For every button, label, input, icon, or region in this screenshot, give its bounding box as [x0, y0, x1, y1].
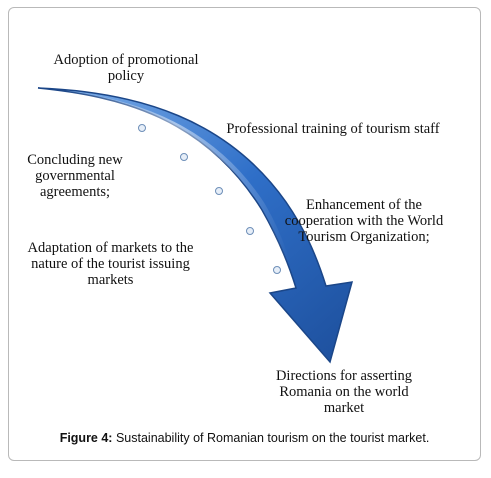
label-line: market: [323, 400, 365, 416]
bead-2: [180, 153, 188, 161]
label-line: Directions for asserting: [275, 368, 413, 384]
label-adaptation-of-markets: Adaptation of markets to the nature of t…: [18, 240, 203, 288]
label-line: Adaptation of markets to the: [27, 240, 194, 256]
bead-3: [215, 187, 223, 195]
label-line: Concluding new: [27, 152, 123, 168]
label-adoption-promotional-policy: Adoption of promotional policy: [45, 52, 207, 84]
label-professional-training: Professional training of tourism staff: [198, 121, 468, 137]
label-line: policy: [107, 68, 145, 84]
label-line: Enhancement of the: [306, 197, 422, 213]
label-line: Adoption of promotional: [53, 52, 199, 68]
arrow-beads: [138, 124, 281, 274]
bead-4: [246, 227, 254, 235]
label-line: agreements;: [39, 184, 111, 200]
label-line: nature of the tourist issuing: [31, 256, 190, 272]
label-line: Romania on the world: [279, 384, 409, 400]
label-directions-target: Directions for asserting Romania on the …: [264, 368, 424, 416]
figure-frame: [8, 7, 481, 461]
label-world-tourism-cooperation: Enhancement of the cooperation with the …: [284, 197, 444, 245]
label-governmental-agreements: Concluding new governmental agreements;: [20, 152, 130, 200]
label-line: governmental: [35, 168, 115, 184]
label-line: Professional training of tourism staff: [226, 121, 440, 137]
bead-1: [138, 124, 146, 132]
arrow-shape: [37, 87, 354, 364]
caption-label: Figure 4:: [59, 431, 113, 445]
label-line: markets: [87, 272, 134, 288]
caption-text: Sustainability of Romanian tourism on th…: [112, 431, 430, 445]
label-line: cooperation with the World: [284, 213, 444, 229]
bead-5: [273, 266, 281, 274]
figure-caption: Figure 4: Sustainability of Romanian tou…: [8, 431, 481, 445]
label-line: Tourism Organization;: [298, 229, 430, 245]
